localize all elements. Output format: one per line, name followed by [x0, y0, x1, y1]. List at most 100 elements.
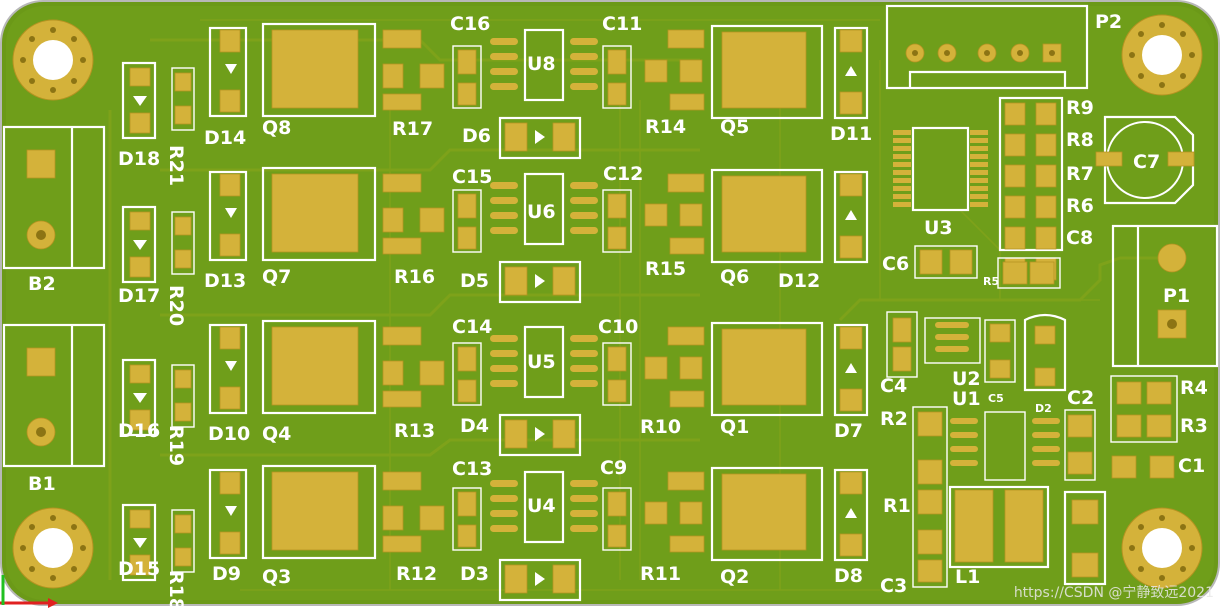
diode-symbol [133, 240, 147, 250]
silk-label-r10: R10 [640, 416, 681, 438]
pad [129, 409, 151, 431]
silk-outline [261, 464, 377, 560]
silk-outline [261, 166, 377, 262]
silk-label-c5: C5 [988, 392, 1004, 405]
silk-outline [171, 211, 195, 275]
silk-label-r8: R8 [1066, 129, 1094, 151]
silk-label-r21: R21 [165, 145, 187, 186]
ic-pin [490, 83, 518, 90]
diode-symbol [535, 274, 545, 288]
ic-pin [490, 380, 518, 387]
silk-label-d3: D3 [460, 563, 489, 585]
silk-label-d9: D9 [212, 563, 241, 585]
silk-outline [171, 509, 195, 573]
ic-pin [970, 130, 988, 135]
ic-pin [570, 335, 598, 342]
pad [839, 29, 863, 53]
connector-p2 [885, 4, 1089, 90]
pad [219, 531, 241, 555]
silk-label-u4: U4 [527, 495, 556, 517]
silk-label-r16: R16 [394, 266, 435, 288]
pad [457, 491, 477, 517]
mosfet-tab [721, 31, 807, 109]
diode-symbol [845, 363, 857, 373]
pad [419, 360, 445, 386]
silk-label-u8: U8 [527, 53, 556, 75]
ic-pin [970, 178, 988, 183]
silk-outline [602, 45, 632, 109]
silk-label-r18: R18 [165, 570, 187, 608]
silk-label-c14: C14 [452, 316, 492, 338]
pad [382, 471, 422, 491]
silk-label-c16: C16 [450, 13, 490, 35]
mounting-hole-bottom-left [12, 507, 94, 589]
pad [669, 535, 705, 553]
silk-label-d13: D13 [204, 270, 246, 292]
ic-pin [570, 68, 598, 75]
ic-pin [490, 212, 518, 219]
diode-symbol [845, 210, 857, 220]
ic-pin [490, 335, 518, 342]
ic-pin [490, 495, 518, 502]
pad [679, 203, 703, 227]
silk-label-d14: D14 [204, 127, 246, 149]
ic-pin [570, 212, 598, 219]
pad [669, 93, 705, 111]
pad [382, 505, 404, 531]
silk-label-d11: D11 [830, 123, 872, 145]
connector-b1 [2, 323, 106, 468]
mounting-hole-bottom-right [1121, 507, 1203, 589]
silk-label-q8: Q8 [262, 117, 291, 139]
pad [219, 173, 241, 197]
pad [219, 326, 241, 350]
pad [669, 390, 705, 408]
silk-outline [498, 558, 582, 602]
silk-label-d6: D6 [462, 125, 491, 147]
pad [382, 237, 422, 255]
diode-symbol [845, 66, 857, 76]
ic-pin [490, 197, 518, 204]
pad [644, 59, 668, 83]
ic-pin [570, 365, 598, 372]
silk-outline [710, 168, 824, 264]
pad [174, 369, 192, 389]
ic-pin [970, 170, 988, 175]
ic-pin [970, 146, 988, 151]
pad [679, 356, 703, 380]
pad [504, 122, 528, 152]
silk-label-u6: U6 [527, 201, 556, 223]
ic-pin [893, 138, 911, 143]
pad [457, 524, 477, 548]
pad [679, 59, 703, 83]
pad [1004, 102, 1026, 126]
ic-pin [970, 186, 988, 191]
silk-label-c8: C8 [1066, 227, 1093, 249]
silk-outline [602, 189, 632, 253]
pad [1035, 102, 1057, 126]
pad [552, 266, 576, 296]
silk-outline [452, 45, 482, 109]
pad [644, 501, 668, 525]
silk-outline [208, 468, 248, 560]
pad [1035, 164, 1057, 188]
pad [457, 379, 477, 403]
diode-symbol [845, 508, 857, 518]
pad [382, 173, 422, 193]
pad [457, 82, 477, 106]
pad [1035, 133, 1057, 157]
silk-label-q5: Q5 [720, 116, 749, 138]
channel-row-3 [121, 319, 869, 457]
silk-label-r15: R15 [645, 258, 686, 280]
silk-label-r6: R6 [1066, 195, 1094, 217]
pad [552, 419, 576, 449]
ic-u3 [893, 126, 988, 212]
silk-label-c2: C2 [1067, 387, 1094, 409]
pad [607, 491, 627, 517]
silk-label-q7: Q7 [262, 266, 291, 288]
pad [504, 419, 528, 449]
origin-marker [0, 575, 58, 608]
pad [1004, 195, 1026, 219]
silk-label-q6: Q6 [720, 266, 749, 288]
silk-outline [602, 487, 632, 551]
